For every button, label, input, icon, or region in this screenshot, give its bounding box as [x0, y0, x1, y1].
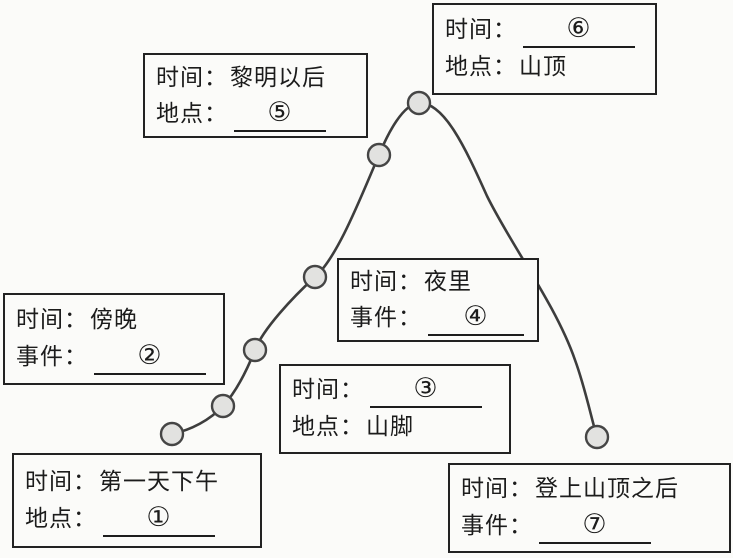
info-box-6-summit: 时间： ⑥ 地点：山顶	[432, 3, 657, 95]
time-value: 黎明以后	[230, 64, 326, 91]
place-line: 地点： ①	[25, 501, 249, 538]
event-line: 事件： ⑦	[461, 508, 718, 545]
circled-number-2: ②	[137, 340, 163, 371]
time-line: 时间：登上山顶之后	[461, 471, 718, 508]
info-box-4-night: 时间：夜里 事件： ④	[337, 258, 539, 342]
route-dot-4	[302, 264, 328, 290]
event-label: 事件：	[16, 344, 88, 370]
event-line: 事件： ②	[16, 339, 212, 376]
time-label: 时间：	[350, 269, 422, 295]
route-dot-1	[159, 421, 185, 447]
time-label: 时间：	[16, 307, 88, 333]
time-label: 时间：	[292, 377, 364, 403]
time-line: 时间：傍晚	[16, 302, 212, 339]
time-value: 登上山顶之后	[535, 476, 679, 502]
mountain-route-curve	[170, 101, 599, 439]
time-line: 时间：第一天下午	[25, 464, 249, 501]
circled-number-7: ⑦	[582, 509, 608, 540]
route-dot-end	[584, 424, 610, 450]
route-dot-2	[210, 393, 236, 419]
place-value: 山脚	[366, 414, 414, 440]
time-value: 第一天下午	[99, 468, 219, 495]
blank-underline-2: ②	[94, 340, 206, 375]
info-box-5-after-dawn: 时间：黎明以后 地点： ⑤	[143, 53, 368, 138]
time-line: 时间： ⑥	[445, 12, 644, 49]
time-line: 时间： ③	[292, 372, 498, 409]
place-label: 地点：	[445, 54, 517, 80]
blank-underline-1: ①	[103, 502, 215, 537]
time-value: 夜里	[424, 269, 472, 295]
circled-number-4: ④	[463, 301, 489, 332]
route-dot-5	[366, 142, 392, 168]
blank-underline-5: ⑤	[234, 97, 326, 132]
place-line: 地点： ⑤	[156, 96, 355, 132]
circled-number-5: ⑤	[267, 96, 293, 128]
route-dot-summit	[406, 90, 432, 116]
event-line: 事件： ④	[350, 300, 526, 336]
time-label: 时间：	[156, 64, 228, 91]
event-label: 事件：	[461, 513, 533, 539]
time-label: 时间：	[445, 17, 517, 43]
circled-number-1: ①	[146, 501, 172, 533]
time-label: 时间：	[461, 476, 533, 502]
route-dot-3	[242, 337, 268, 363]
blank-underline-4: ④	[428, 301, 524, 336]
blank-underline-6: ⑥	[523, 13, 635, 48]
info-box-1-first-day-afternoon: 时间：第一天下午 地点： ①	[12, 453, 262, 548]
circled-number-3: ③	[413, 373, 439, 404]
blank-underline-7: ⑦	[539, 509, 651, 544]
info-box-2-dusk: 时间：傍晚 事件： ②	[3, 293, 225, 385]
blank-underline-3: ③	[370, 373, 482, 408]
info-box-3-mountain-foot: 时间： ③ 地点：山脚	[279, 364, 511, 454]
place-value: 山顶	[519, 54, 567, 80]
place-line: 地点：山脚	[292, 409, 498, 446]
time-label: 时间：	[25, 468, 97, 495]
place-label: 地点：	[292, 414, 364, 440]
event-label: 事件：	[350, 305, 422, 331]
place-label: 地点：	[25, 505, 97, 532]
time-value: 傍晚	[90, 307, 138, 333]
time-line: 时间：黎明以后	[156, 60, 355, 96]
place-line: 地点：山顶	[445, 49, 644, 86]
info-box-7-after-summit: 时间：登上山顶之后 事件： ⑦	[448, 463, 731, 553]
place-label: 地点：	[156, 100, 228, 127]
time-line: 时间：夜里	[350, 264, 526, 300]
circled-number-6: ⑥	[566, 13, 592, 44]
